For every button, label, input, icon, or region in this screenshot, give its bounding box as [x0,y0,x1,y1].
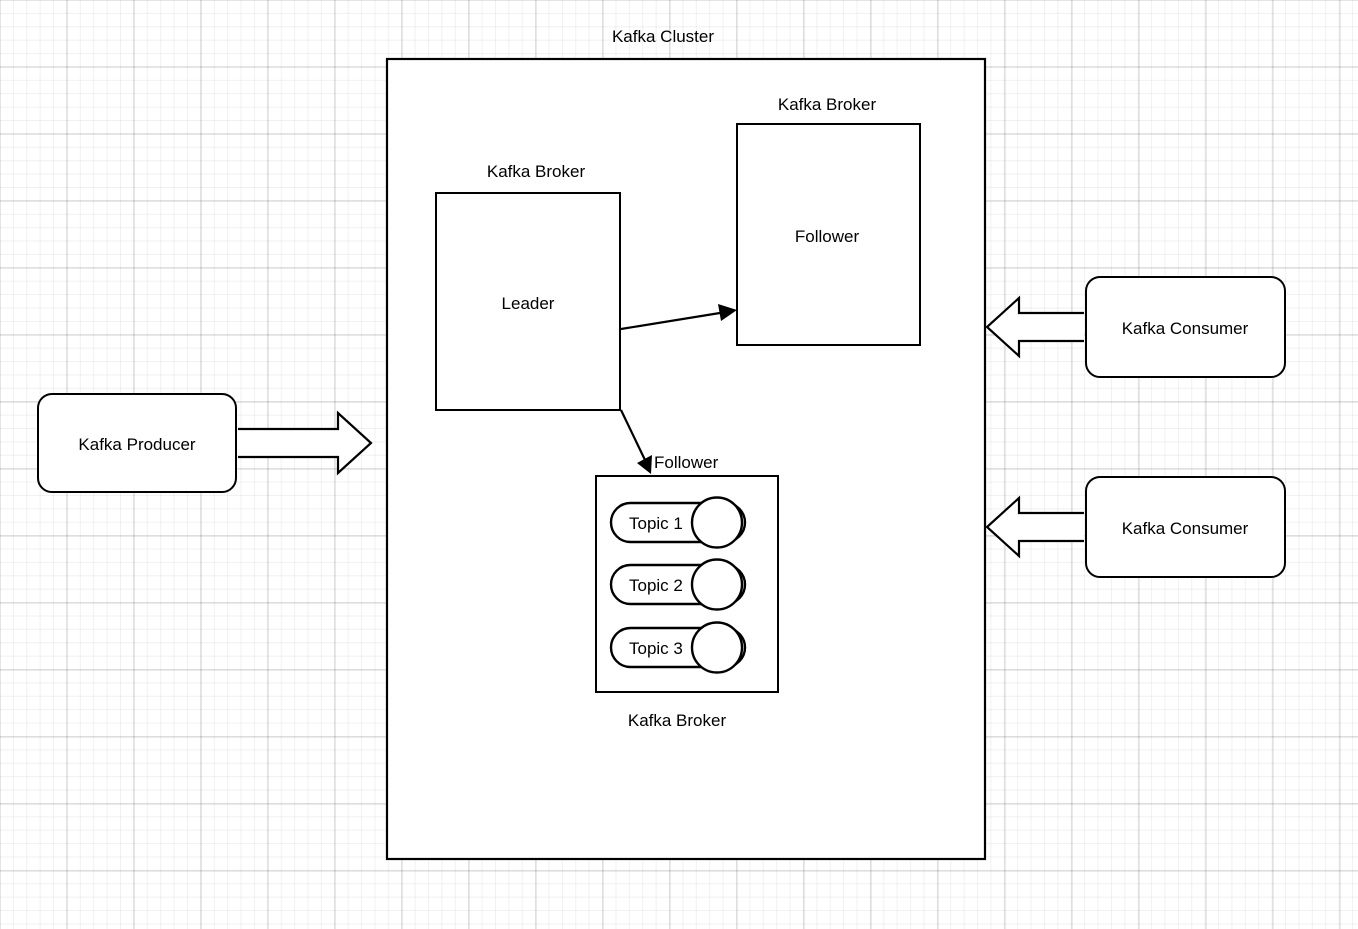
broker-leader-label: Kafka Broker [487,162,586,181]
broker-follower-top-box[interactable] [736,123,921,346]
cluster-title: Kafka Cluster [612,27,714,46]
topic-1-label: Topic 1 [629,514,683,533]
topic-item[interactable]: Topic 2 [609,558,747,611]
kafka-consumer-1-box[interactable] [1085,276,1286,378]
broker-topics-label: Kafka Broker [628,711,727,730]
topic-item[interactable]: Topic 1 [609,496,747,549]
kafka-producer-label: Kafka Producer [78,435,196,454]
broker-follower-top-label: Kafka Broker [778,95,877,114]
broker-leader-box[interactable] [435,192,621,411]
kafka-consumer-1-label: Kafka Consumer [1122,319,1249,338]
kafka-consumer-2-box[interactable] [1085,476,1286,578]
broker-topics-role: Follower [654,453,719,472]
broker-follower-top-role: Follower [795,227,860,246]
broker-leader-role: Leader [502,294,555,313]
topic-2-label: Topic 2 [629,576,683,595]
kafka-producer-box[interactable] [37,393,237,493]
producer-flow-arrow-icon [238,410,373,476]
topic-3-label: Topic 3 [629,639,683,658]
topic-3-partition-circle[interactable] [690,621,744,674]
consumer-2-flow-arrow-icon [985,495,1084,559]
topic-2-partition-circle[interactable] [690,558,744,611]
consumer-1-flow-arrow-icon [985,295,1084,359]
connector-leader-to-follower-bottom [620,409,652,474]
connector-leader-to-follower-top [620,304,737,331]
kafka-consumer-2-label: Kafka Consumer [1122,519,1249,538]
topic-item[interactable]: Topic 3 [609,621,747,674]
topic-1-partition-circle[interactable] [690,496,744,549]
